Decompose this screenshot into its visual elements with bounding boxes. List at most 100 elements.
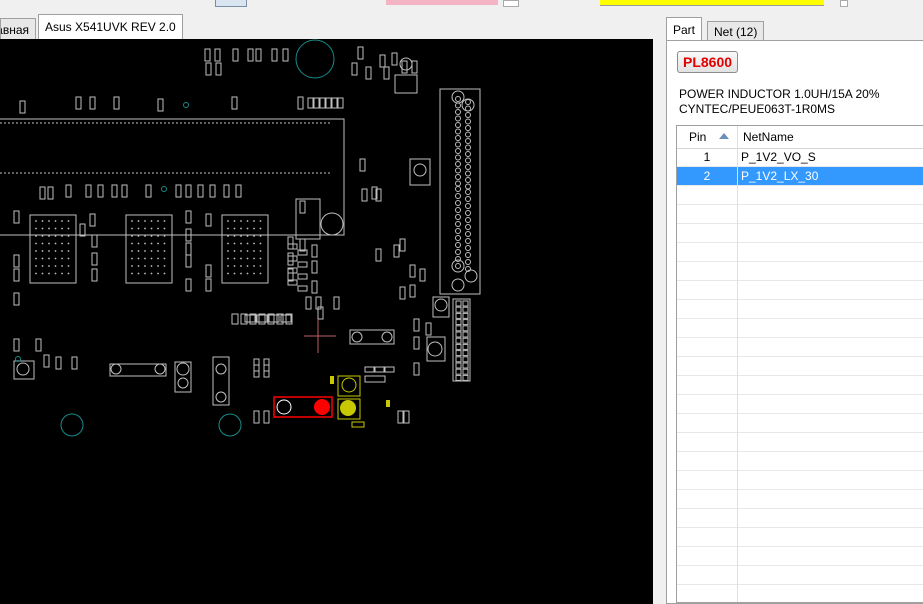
ball <box>144 242 146 245</box>
resistor-outline <box>361 188 368 202</box>
connector-pin <box>455 180 461 187</box>
ball <box>144 220 146 222</box>
resistor-outline <box>263 410 270 424</box>
resistor-outline <box>299 200 306 214</box>
ball <box>163 235 166 237</box>
netname-cell: P_1V2_LX_30 <box>741 169 819 183</box>
connector-pin <box>455 174 461 180</box>
empty-row <box>677 357 923 376</box>
ball <box>67 265 70 267</box>
connector-pin <box>465 138 471 144</box>
connector-pin <box>465 183 471 190</box>
connector-pin <box>465 151 471 157</box>
pad <box>399 57 413 71</box>
resistor-outline <box>253 364 260 378</box>
ball <box>150 265 153 267</box>
pad <box>297 285 308 292</box>
resistor-outline <box>204 48 211 62</box>
ball <box>163 257 166 260</box>
toolbar-button-fragment[interactable] <box>215 0 247 7</box>
pad <box>267 313 275 325</box>
pad <box>455 343 462 350</box>
resistor-outline <box>297 96 304 110</box>
empty-row <box>677 433 923 452</box>
part-refdes-button[interactable]: PL8600 <box>677 51 739 73</box>
resistor-outline <box>409 284 416 298</box>
toolbar-field[interactable] <box>840 0 848 7</box>
toolbar-yellow-field[interactable] <box>600 0 824 6</box>
ball <box>131 242 133 245</box>
ball <box>253 242 255 245</box>
pad <box>462 343 469 350</box>
resistor-outline <box>13 210 20 224</box>
resistor-outline <box>235 184 242 198</box>
ball <box>131 235 133 237</box>
ball <box>246 250 249 252</box>
resistor-outline <box>197 184 204 198</box>
connector-pin <box>465 259 471 265</box>
ball <box>61 220 63 222</box>
empty-row <box>677 224 923 243</box>
connector-pin <box>465 144 471 151</box>
tab-net[interactable]: Net (12) <box>707 21 765 42</box>
ball <box>131 250 133 252</box>
resistor-outline <box>317 306 324 320</box>
ball <box>227 227 229 230</box>
pad <box>244 314 256 323</box>
ball <box>54 257 57 260</box>
chip-outline <box>426 336 446 362</box>
column-header-netname[interactable]: NetName <box>743 130 794 144</box>
resistor-outline <box>113 96 120 110</box>
ball <box>67 242 70 245</box>
resistor-outline <box>19 100 26 114</box>
connector-pin <box>455 148 461 154</box>
connector-outline <box>439 88 481 295</box>
board-view[interactable] <box>0 39 653 604</box>
column-header-pin[interactable]: Pin <box>689 130 707 144</box>
tab-home-label: Главная <box>1 23 29 37</box>
ball <box>227 220 229 222</box>
resistor-outline <box>413 362 420 376</box>
panel-splitter[interactable] <box>653 12 661 604</box>
ball <box>253 250 255 252</box>
ball <box>253 265 255 267</box>
board-canvas[interactable] <box>0 39 653 604</box>
resistor-outline <box>419 268 426 282</box>
pad <box>455 331 462 338</box>
empty-row <box>677 262 923 281</box>
ball <box>163 265 166 267</box>
ball <box>48 257 50 260</box>
chip-outline <box>432 296 450 318</box>
pad <box>256 314 268 323</box>
empty-row <box>677 528 923 547</box>
tab-board[interactable]: Asus X541UVK REV 2.0 <box>38 14 183 39</box>
empty-row <box>677 395 923 414</box>
ball <box>240 220 242 222</box>
pad <box>215 363 227 375</box>
pad <box>176 362 190 376</box>
empty-row <box>677 509 923 528</box>
resistor-outline <box>333 296 340 310</box>
ball <box>131 272 133 275</box>
ball <box>157 272 159 275</box>
ball <box>35 272 37 275</box>
toolbar-field[interactable] <box>503 0 519 7</box>
ball <box>233 227 236 230</box>
resistor-outline <box>89 213 96 227</box>
pad <box>325 97 332 109</box>
tab-home[interactable]: Главная <box>0 18 36 40</box>
connector-pin <box>465 203 471 209</box>
pad <box>240 313 248 325</box>
part-manufacturer: CYNTEC/PEUE063T-1R0MS <box>679 102 836 116</box>
empty-row <box>677 452 923 471</box>
ball <box>240 242 242 245</box>
resistor-outline <box>209 184 216 198</box>
toolbar-pink-field[interactable] <box>386 0 498 5</box>
tab-part[interactable]: Part <box>666 17 703 41</box>
connector-pin <box>455 256 461 262</box>
ball <box>259 257 262 260</box>
resistor-outline <box>91 234 98 248</box>
